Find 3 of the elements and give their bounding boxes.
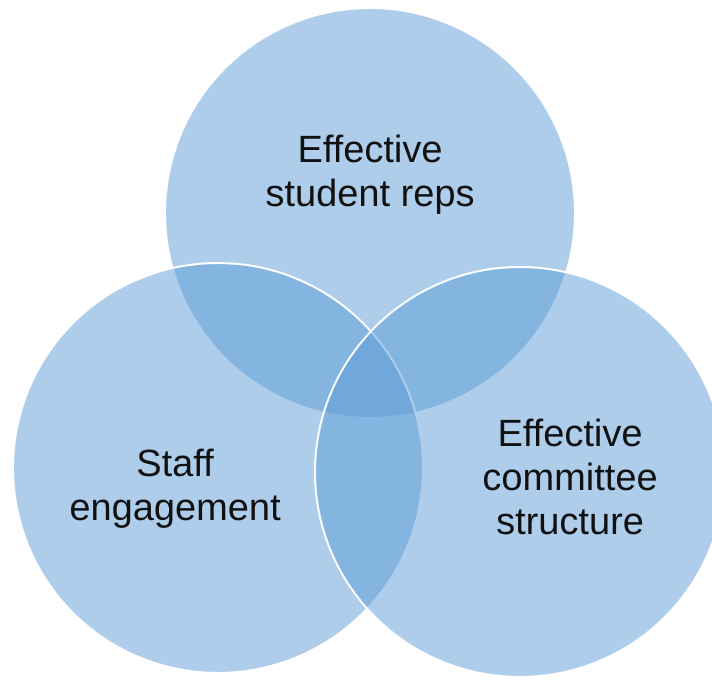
circle-label: Staff engagement <box>68 442 282 530</box>
circle-label: Effective committee structure <box>481 412 659 544</box>
circle-label: Effective student reps <box>264 128 476 216</box>
